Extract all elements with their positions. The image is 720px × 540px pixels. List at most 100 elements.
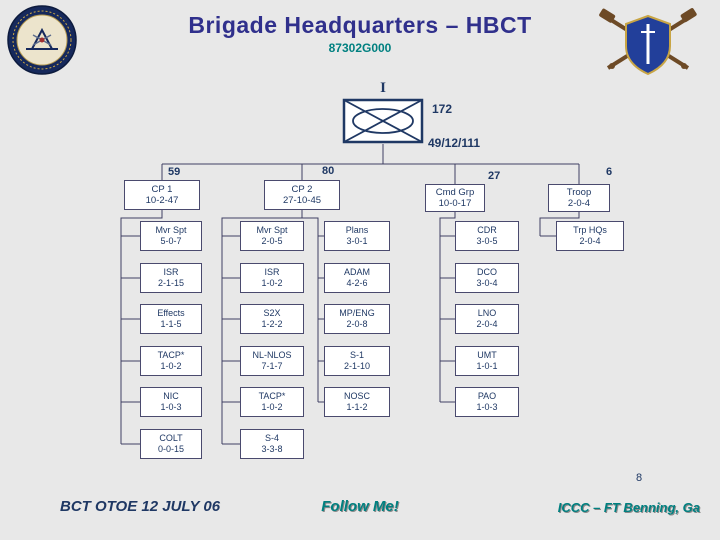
org-child-box: Mvr Spt 5-0-7	[140, 221, 202, 251]
org-box-value: 3-0-5	[476, 236, 498, 246]
org-box-label: Mvr Spt	[256, 225, 288, 235]
org-box-value: 2-0-4	[476, 319, 498, 329]
org-box-label: NL-NLOS	[252, 350, 292, 360]
org-box-label: CDR	[477, 225, 497, 235]
army-seal-icon	[7, 5, 77, 75]
org-box-value: 1-0-2	[261, 278, 283, 288]
org-box-label: ISR	[163, 267, 179, 277]
footer-motto-text: Follow Me!	[321, 498, 399, 515]
org-box-troop: Troop 2-0-4	[548, 184, 610, 212]
org-box-value: 1-2-2	[261, 319, 283, 329]
org-child-box: Plans 3-0-1	[324, 221, 390, 251]
org-box-value: 10-2-47	[145, 195, 179, 206]
org-box-label: UMT	[477, 350, 497, 360]
org-child-box: COLT 0-0-15	[140, 429, 202, 459]
org-box-value: 7-1-7	[261, 361, 283, 371]
org-box-value: 2-1-10	[343, 361, 370, 371]
personnel-count-cp2: 80	[322, 165, 335, 177]
page-title: Brigade Headquarters – HBCT	[188, 12, 532, 38]
org-box-label: Troop	[566, 187, 592, 198]
org-box-label: NOSC	[343, 391, 370, 401]
org-box-value: 3-3-8	[261, 444, 283, 454]
org-child-box: Trp HQs 2-0-4	[556, 221, 624, 251]
org-box-value: 3-0-4	[476, 278, 498, 288]
org-box-label: TACP*	[258, 391, 286, 401]
org-box-value: 2-0-4	[579, 236, 601, 246]
org-box-value: 2-0-8	[346, 319, 368, 329]
org-box-label: Effects	[157, 308, 185, 318]
org-box-value: 2-0-4	[567, 198, 591, 209]
echelon-marker: I	[380, 80, 386, 96]
org-child-box: ADAM 4-2-6	[324, 263, 390, 293]
org-child-box: DCO 3-0-4	[455, 263, 519, 293]
org-child-box: NIC 1-0-3	[140, 387, 202, 417]
org-child-box: NOSC 1-1-2	[324, 387, 390, 417]
org-child-box: NL-NLOS 7-1-7	[240, 346, 304, 376]
personnel-count-cmd-grp: 27	[488, 170, 501, 182]
org-box-label: Cmd Grp	[435, 187, 475, 198]
org-box-label: PAO	[477, 391, 497, 401]
org-child-box: TACP* 1-0-2	[140, 346, 202, 376]
org-box-value: 2-1-15	[157, 278, 184, 288]
org-box-value: 1-0-2	[160, 361, 182, 371]
personnel-count-troop: 6	[606, 166, 613, 178]
org-child-box: Mvr Spt 2-0-5	[240, 221, 304, 251]
org-child-box: S-4 3-3-8	[240, 429, 304, 459]
infantry-school-crest	[592, 4, 704, 87]
org-box-label: CP 1	[151, 184, 173, 195]
org-child-box: ISR 2-1-15	[140, 263, 202, 293]
unit-designation: 172	[432, 102, 453, 116]
org-box-label: CP 2	[291, 184, 313, 195]
org-box-cmd-grp: Cmd Grp 10-0-17	[425, 184, 485, 212]
org-child-box: ISR 1-0-2	[240, 263, 304, 293]
org-box-value: 1-0-1	[476, 361, 498, 371]
org-box-value: 3-0-1	[346, 236, 368, 246]
org-box-value: 10-0-17	[438, 198, 472, 209]
org-box-value: 5-0-7	[160, 236, 182, 246]
org-box-label: Mvr Spt	[155, 225, 187, 235]
page-subtitle: 87302G000	[328, 41, 392, 55]
org-box-value: 0-0-15	[157, 444, 184, 454]
org-box-label: ISR	[264, 267, 280, 277]
org-box-label: MP/ENG	[339, 308, 375, 318]
org-box-label: LNO	[477, 308, 497, 318]
org-child-box: MP/ENG 2-0-8	[324, 304, 390, 334]
org-box-label: S-1	[349, 350, 364, 360]
unit-strength: 49/12/111	[428, 136, 481, 150]
org-box-label: ADAM	[343, 267, 370, 277]
org-box-value: 1-0-3	[476, 402, 498, 412]
org-box-value: 1-0-3	[160, 402, 182, 412]
footer-right-text: ICCC – FT Benning, Ga	[557, 500, 700, 515]
org-box-value: 1-1-5	[160, 319, 182, 329]
org-child-box: UMT 1-0-1	[455, 346, 519, 376]
org-box-cp1: CP 1 10-2-47	[124, 180, 200, 210]
unit-symbol	[342, 98, 424, 149]
org-child-box: CDR 3-0-5	[455, 221, 519, 251]
org-box-label: COLT	[159, 433, 183, 443]
page-number: 8	[636, 472, 643, 484]
org-box-value: 1-1-2	[346, 402, 368, 412]
org-box-label: DCO	[477, 267, 497, 277]
org-box-label: TACP*	[157, 350, 185, 360]
mech-infantry-symbol-icon	[342, 98, 424, 144]
org-box-value: 2-0-5	[261, 236, 283, 246]
org-box-label: NIC	[163, 391, 179, 401]
org-child-box: Effects 1-1-5	[140, 304, 202, 334]
footer-left-text: BCT OTOE 12 JULY 06	[60, 498, 221, 515]
org-child-box: PAO 1-0-3	[455, 387, 519, 417]
org-child-box: S-1 2-1-10	[324, 346, 390, 376]
org-child-box: S2X 1-2-2	[240, 304, 304, 334]
org-child-box: LNO 2-0-4	[455, 304, 519, 334]
org-box-value: 1-0-2	[261, 402, 283, 412]
org-box-label: Plans	[345, 225, 369, 235]
army-seal-logo	[6, 4, 78, 81]
org-box-label: S2X	[263, 308, 281, 318]
org-box-cp2: CP 2 27-10-45	[264, 180, 340, 210]
org-box-label: S-4	[264, 433, 279, 443]
org-child-box: TACP* 1-0-2	[240, 387, 304, 417]
org-box-label: Trp HQs	[573, 225, 607, 235]
crossed-rifles-icon	[599, 8, 697, 76]
personnel-count-cp1: 59	[168, 166, 181, 178]
